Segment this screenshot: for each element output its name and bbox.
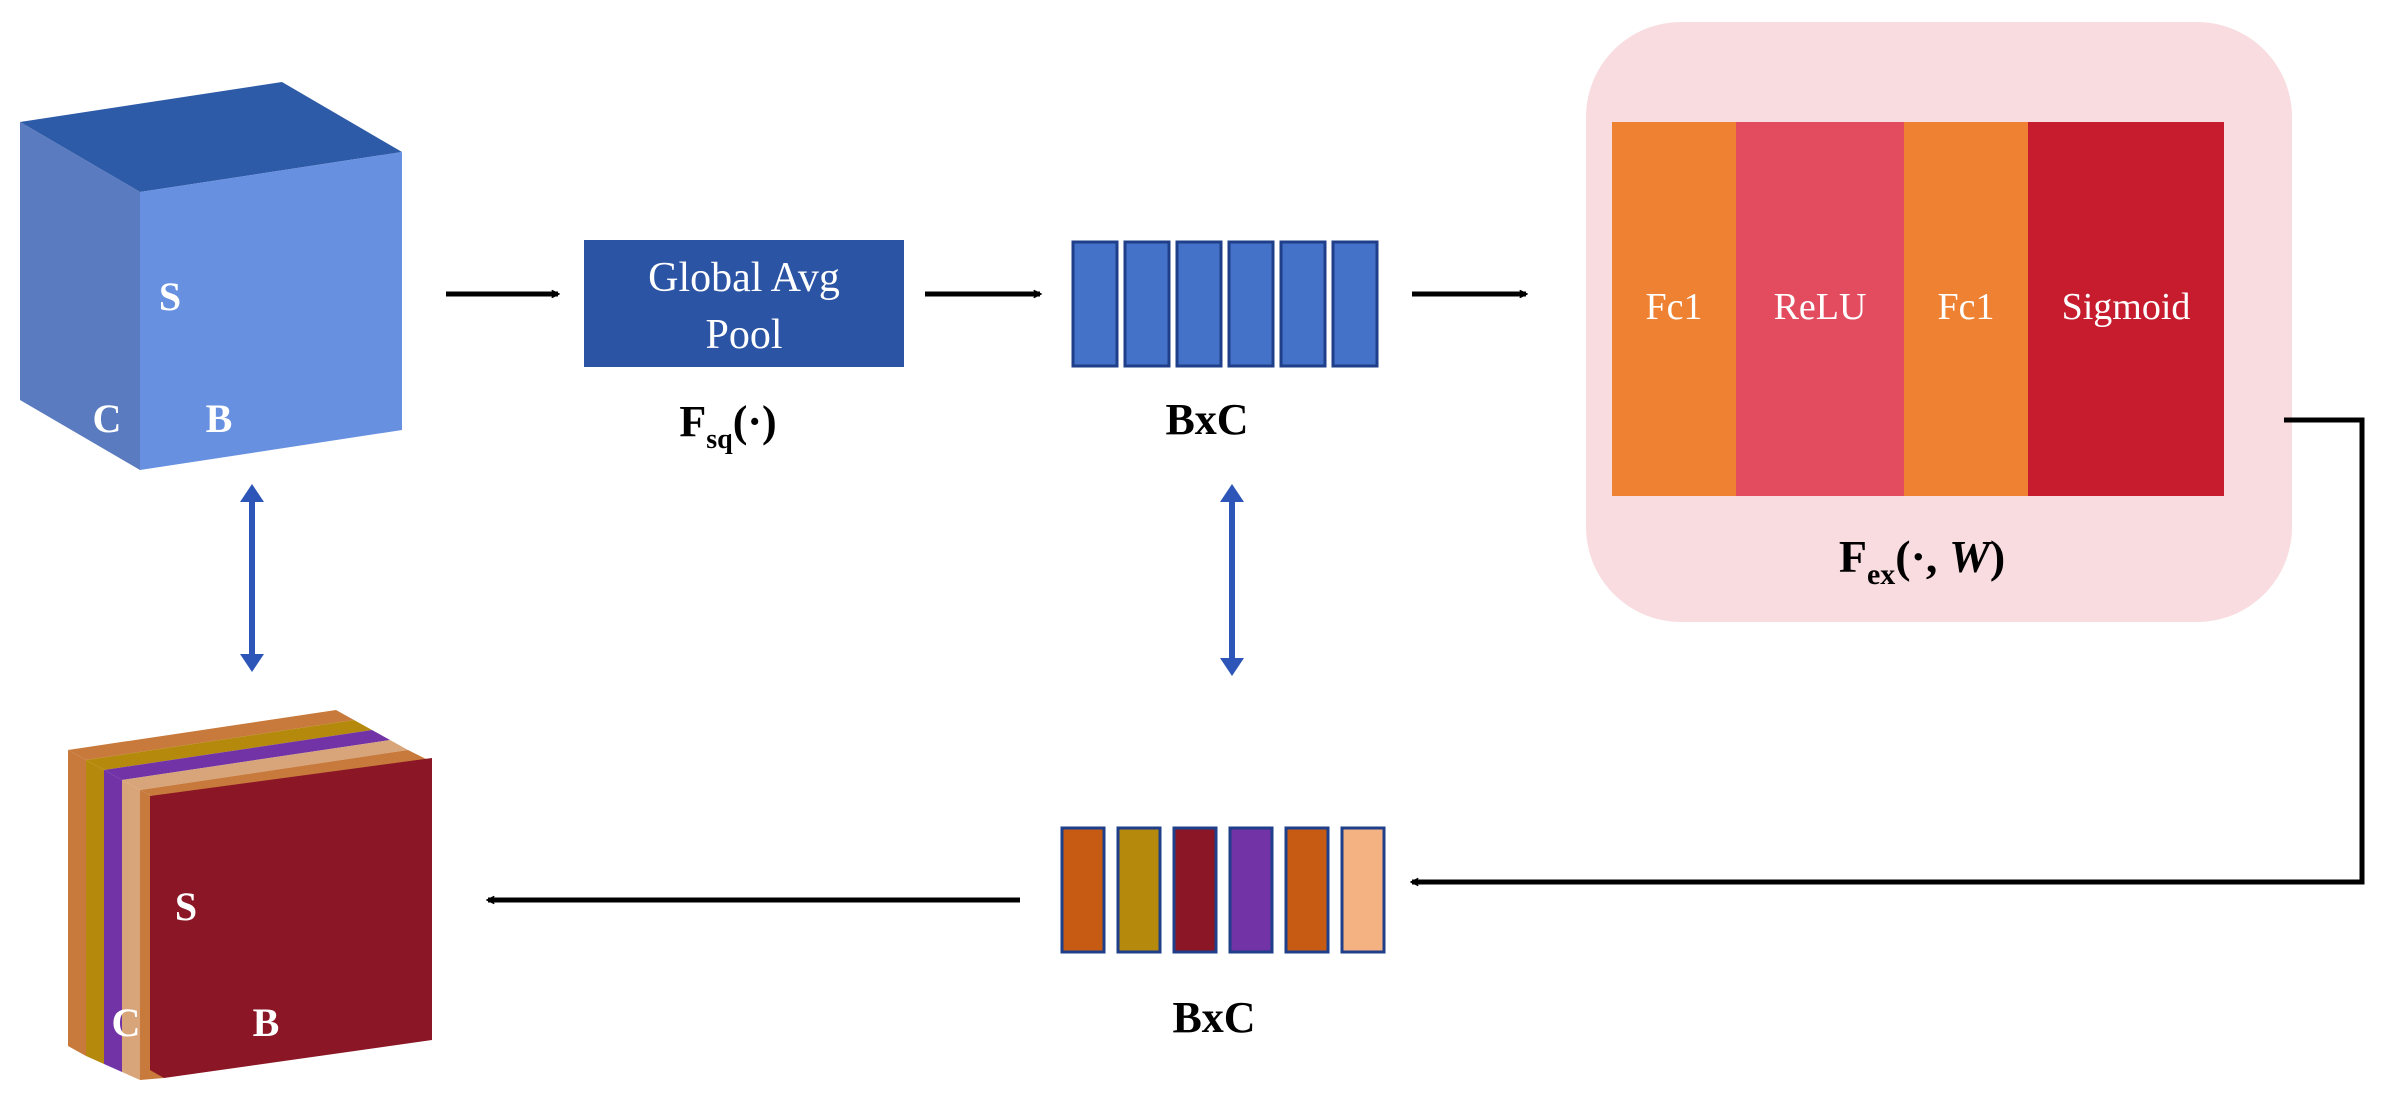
channel-cell-top-2: [1123, 240, 1171, 368]
excitation-label-rest-a: (·,: [1895, 531, 1949, 582]
squeeze-label-rest: (·): [733, 397, 777, 446]
channel-vector-bottom-label: BxC: [1172, 993, 1255, 1042]
relu-layer-label: ReLU: [1774, 286, 1867, 328]
channel-cell-top-6: [1331, 240, 1379, 368]
channel-vector-top-label: BxC: [1165, 395, 1248, 444]
input-cube-front: [140, 152, 402, 470]
channel-cell-top-1: [1071, 240, 1119, 368]
output-cube-side-layer-4: [122, 780, 140, 1080]
excitation-label-rest-w: W: [1949, 531, 1993, 582]
input-cube-label-s: S: [159, 274, 181, 319]
double-arrow-left: [240, 484, 264, 672]
fc1-layer-2-label: Fc1: [1938, 286, 1995, 328]
input-feature-cube: S C B: [20, 82, 402, 470]
sigmoid-layer: [2028, 122, 2224, 496]
channel-weight-cell-6: [1340, 826, 1386, 954]
output-cube-label-b: B: [253, 1000, 280, 1045]
channel-weight-cell-5: [1284, 826, 1330, 954]
channel-weight-cell-4: [1228, 826, 1274, 954]
output-cube-top-layer-1: [68, 710, 354, 760]
excitation-label-sub: ex: [1867, 558, 1895, 591]
output-cube-top-layer-4: [122, 740, 408, 790]
output-cube-side-layer-1: [68, 750, 86, 1056]
double-arrow-middle: [1220, 484, 1244, 676]
excitation-function-label: Fex(·, W): [1839, 531, 2005, 591]
output-cube-label-s: S: [175, 884, 197, 929]
output-cube-top-layer-2: [86, 720, 372, 770]
global-avg-pool-box: [584, 240, 904, 367]
output-cube-side-layer-3: [104, 770, 122, 1072]
excitation-label-main: F: [1839, 531, 1867, 582]
excitation-label-rest-b: ): [1990, 531, 2005, 582]
global-avg-pool-line1: Global Avg: [648, 255, 840, 301]
arrow-excitation-to-weights: [1412, 417, 2365, 882]
channel-vector-bottom-cells: [1060, 826, 1386, 954]
output-cube-label-c: C: [112, 1000, 141, 1045]
channel-cell-top-3: [1175, 240, 1223, 368]
excitation-block: Fc1 ReLU Fc1 Sigmoid Fex(·, W): [1586, 22, 2292, 622]
input-cube-label-c: C: [93, 396, 122, 441]
output-cube-front: [150, 758, 432, 1078]
channel-cell-top-4: [1227, 240, 1275, 368]
fc1-layer-2: [1904, 122, 2028, 496]
channel-vector-top-cells: [1071, 240, 1379, 368]
channel-weight-cell-3: [1172, 826, 1218, 954]
input-cube-label-b: B: [206, 396, 233, 441]
output-cube-side-layer-2: [86, 760, 104, 1064]
global-avg-pool-block: Global Avg Pool: [584, 240, 904, 367]
output-feature-cube: S C B: [68, 710, 432, 1080]
input-cube-top: [20, 82, 402, 192]
channel-cell-top-5: [1279, 240, 1327, 368]
squeeze-function-label: Fsq(·): [679, 397, 776, 455]
squeeze-label-main: F: [679, 397, 706, 446]
global-avg-pool-line2: Pool: [705, 312, 782, 358]
squeeze-label-sub: sq: [706, 424, 733, 455]
channel-vector-top: BxC: [1071, 240, 1379, 444]
channel-vector-bottom: BxC: [1060, 826, 1386, 1042]
channel-weight-cell-2: [1116, 826, 1162, 954]
relu-layer: [1736, 122, 1904, 496]
fc1-layer-1-label: Fc1: [1646, 286, 1703, 328]
output-cube-top-layer-3: [104, 730, 390, 780]
input-cube-side: [20, 122, 140, 470]
sigmoid-layer-label: Sigmoid: [2062, 286, 2191, 328]
channel-weight-cell-1: [1060, 826, 1106, 954]
fc1-layer-1: [1612, 122, 1736, 496]
